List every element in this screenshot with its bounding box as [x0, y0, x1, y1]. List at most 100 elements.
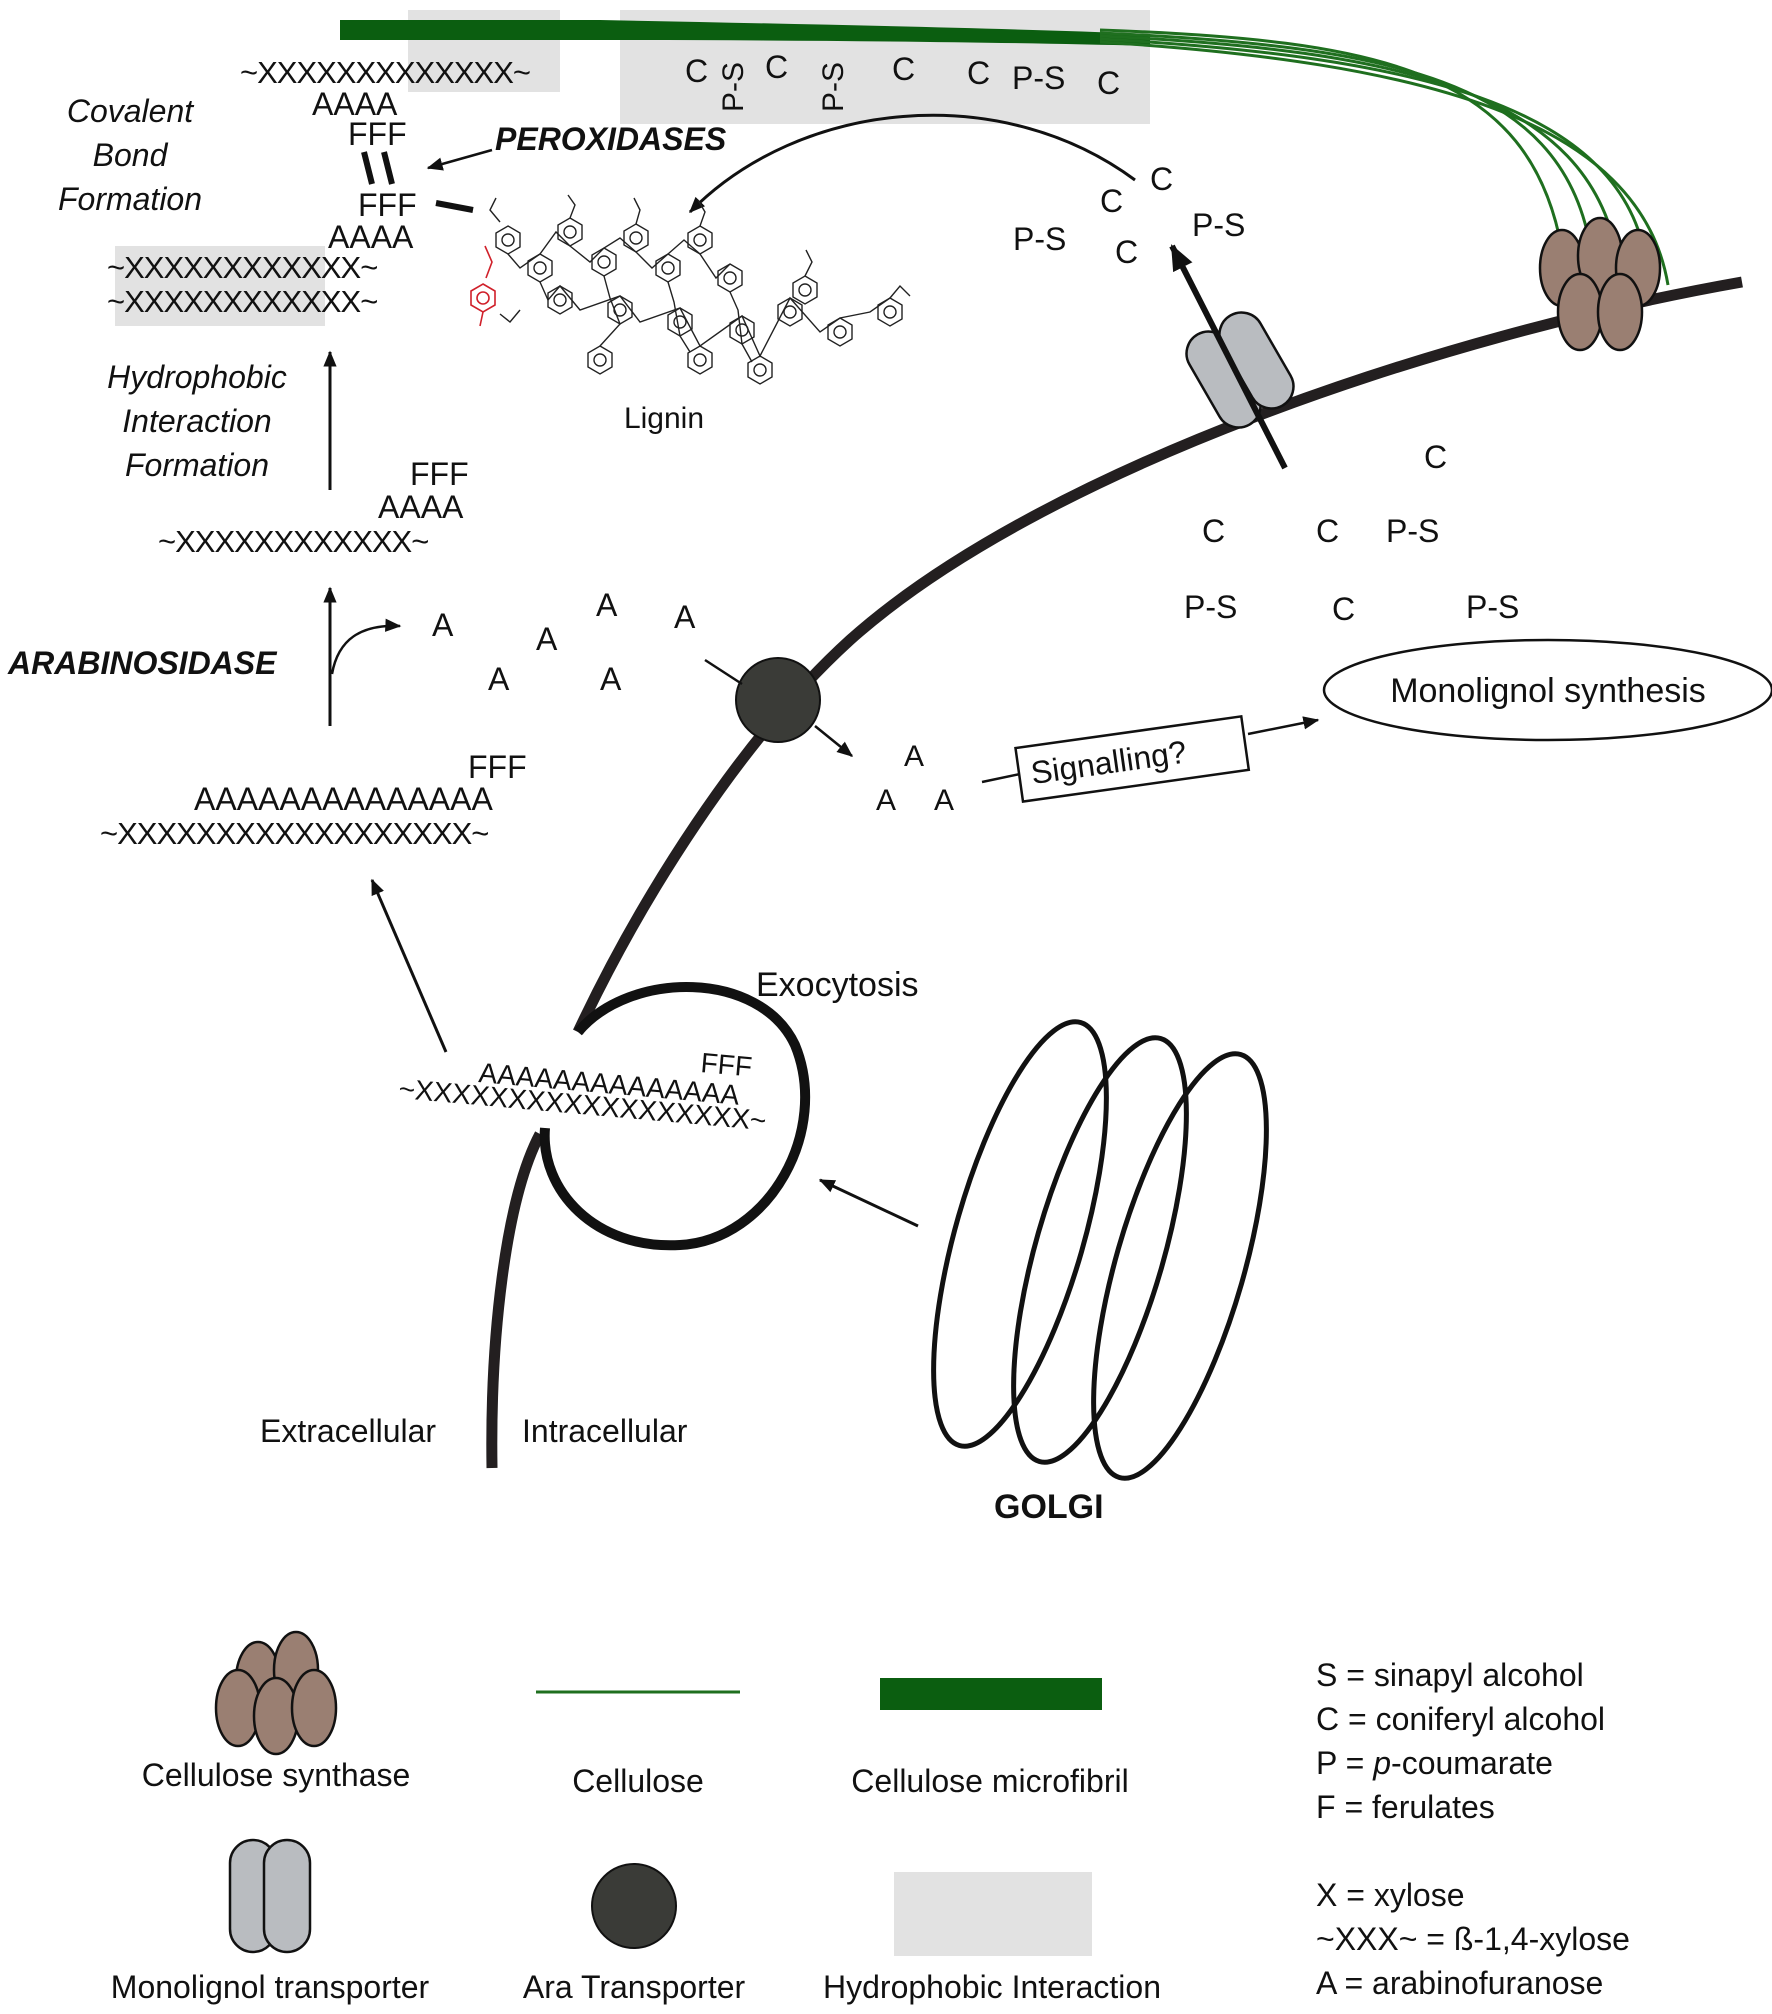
lignin-ring: [687, 345, 713, 375]
released-ps: P-S: [1192, 207, 1245, 243]
free-arabinose: A: [600, 661, 622, 697]
legend-ara-transporter-label: Ara Transporter: [523, 1969, 746, 2005]
free-arabinose: A: [596, 587, 618, 623]
legend: Cellulose synthase Cellulose Cellulose m…: [111, 1630, 1161, 2005]
key-a: A = arabinofuranose: [1316, 1965, 1603, 2001]
free-arabinose-group: A A A A A A: [432, 587, 696, 697]
released-c: C: [1115, 234, 1138, 270]
plasma-membrane-lower: [486, 1131, 545, 1469]
mf-monolignol-ps: P-S: [817, 62, 850, 112]
full-arabinose: AAAAAAAAAAAAAA: [194, 781, 493, 817]
legend-cellulose-synthase-icon: [214, 1630, 338, 1756]
cellulose-microfibril: [340, 20, 1150, 46]
lignin-ring: [747, 355, 773, 385]
intracellular-monolignols: C C C P-S P-S C P-S: [1184, 439, 1519, 627]
hydrophobic-label-2: Interaction: [122, 403, 271, 439]
covalent-bond-line-2: [381, 151, 395, 185]
hydrophobic-label-1: Hydrophobic: [107, 359, 287, 395]
key-x: X = xylose: [1316, 1877, 1465, 1913]
lignin-ring: [777, 297, 803, 327]
key-s: S = sinapyl alcohol: [1316, 1657, 1584, 1693]
intra-c: C: [1202, 513, 1225, 549]
mf-monolignol-ps: P-S: [717, 62, 750, 112]
lignin-ring: [717, 263, 743, 293]
covalent-label-2: Bond: [93, 137, 169, 173]
lignin-structure: [489, 194, 911, 385]
free-arabinose: A: [674, 599, 696, 635]
cellulose-strands: [1099, 28, 1670, 286]
lignin-ring: [591, 247, 617, 277]
peroxidase-arrow: [426, 148, 493, 171]
intra-c: C: [1332, 591, 1355, 627]
full-xylan-chain: ~XXXXXXXXXXXXXXXXXX~: [100, 816, 488, 851]
mf-monolignol-c: C: [967, 55, 990, 91]
hydro-ferulates: FFF: [410, 456, 469, 492]
golgi-label: GOLGI: [994, 1488, 1104, 1526]
key-p: P = p-coumarate: [1316, 1745, 1553, 1781]
lignin-polymerisation-arrow: [688, 113, 1136, 214]
hydrophobic-shade-left: [115, 246, 325, 326]
top-xylan-chain: ~XXXXXXXXXXXXX~: [240, 55, 530, 90]
mid-arabinose: AAAA: [328, 219, 414, 255]
cellulose-synthase-complex: [1538, 216, 1662, 352]
imported-a: A: [876, 784, 896, 817]
legend-hydrophobic-interaction-icon: [894, 1872, 1092, 1956]
intra-c: C: [1424, 439, 1447, 475]
mf-monolignol-c: C: [685, 53, 708, 89]
monolignol-synthesis-label: Monolignol synthesis: [1390, 672, 1706, 710]
top-arabinose: AAAA: [312, 86, 398, 122]
mf-monolignol-c: C: [1097, 65, 1120, 101]
legend-cellulose-microfibril-icon: [880, 1678, 1102, 1710]
hydro-arabinose: AAAA: [378, 489, 464, 525]
key-c: C = coniferyl alcohol: [1316, 1701, 1605, 1737]
exocytosis-label: Exocytosis: [756, 966, 919, 1004]
signalling-line-in: [981, 772, 1021, 784]
covalent-bond-line-1: [361, 151, 375, 185]
legend-cellulose-microfibril-label: Cellulose microfibril: [851, 1763, 1128, 1799]
key-f: F = ferulates: [1316, 1789, 1495, 1825]
imported-arabinose: A A A: [876, 740, 954, 817]
plasma-membrane: [573, 276, 1743, 1035]
lignin-ring: [655, 253, 681, 283]
legend-monolignol-transporter-label: Monolignol transporter: [111, 1969, 430, 2005]
extracellular-label: Extracellular: [260, 1413, 436, 1449]
intracellular-label: Intracellular: [522, 1413, 688, 1449]
abbreviation-key: S = sinapyl alcohol C = coniferyl alcoho…: [1316, 1657, 1630, 2001]
lignin-bond-line: [435, 200, 474, 213]
free-arabinose: A: [488, 661, 510, 697]
intra-c: C: [1316, 513, 1339, 549]
intra-ps: P-S: [1184, 589, 1237, 625]
released-c: C: [1150, 161, 1173, 197]
imported-a: A: [934, 784, 954, 817]
covalent-label-1: Covalent: [67, 93, 194, 129]
mf-monolignol-c: C: [765, 49, 788, 85]
lignin-ring: [827, 317, 853, 347]
top-ferulates: FFF: [348, 116, 407, 152]
xylan-chain-pair-2: ~XXXXXXXXXXXX~: [107, 284, 377, 319]
lignin-ring: [527, 253, 553, 283]
exocytosis-vesicle: [539, 982, 810, 1251]
monolignol-transporter: [1185, 311, 1295, 429]
released-c: C: [1100, 183, 1123, 219]
mf-monolignol-c: C: [892, 51, 915, 87]
lignin-coumarate-highlight: [470, 245, 496, 327]
intra-ps: P-S: [1466, 589, 1519, 625]
lignin-ring: [687, 225, 713, 255]
free-arabinose: A: [432, 607, 454, 643]
hydro-xylan-chain: ~XXXXXXXXXXXX~: [158, 524, 428, 559]
lignin-ring: [877, 297, 903, 327]
legend-cellulose-synthase-label: Cellulose synthase: [142, 1757, 411, 1793]
released-monolignols: C C C P-S P-S: [1013, 161, 1245, 270]
signalling-box: Signalling?: [1014, 714, 1251, 804]
golgi-to-vesicle-arrow: [818, 1178, 919, 1228]
transporter-export-arrow: [1169, 244, 1288, 470]
key-xxx: ~XXX~ = ß-1,4-xylose: [1316, 1921, 1630, 1957]
lignin-ring: [607, 295, 633, 325]
xylan-chain-pair-1: ~XXXXXXXXXXXX~: [107, 250, 377, 285]
covalent-label-3: Formation: [58, 181, 202, 217]
lignin-ring: [623, 223, 649, 253]
mid-ferulates: FFF: [358, 187, 417, 223]
full-ferulates: FFF: [468, 749, 527, 785]
lignin-label: Lignin: [624, 402, 704, 435]
